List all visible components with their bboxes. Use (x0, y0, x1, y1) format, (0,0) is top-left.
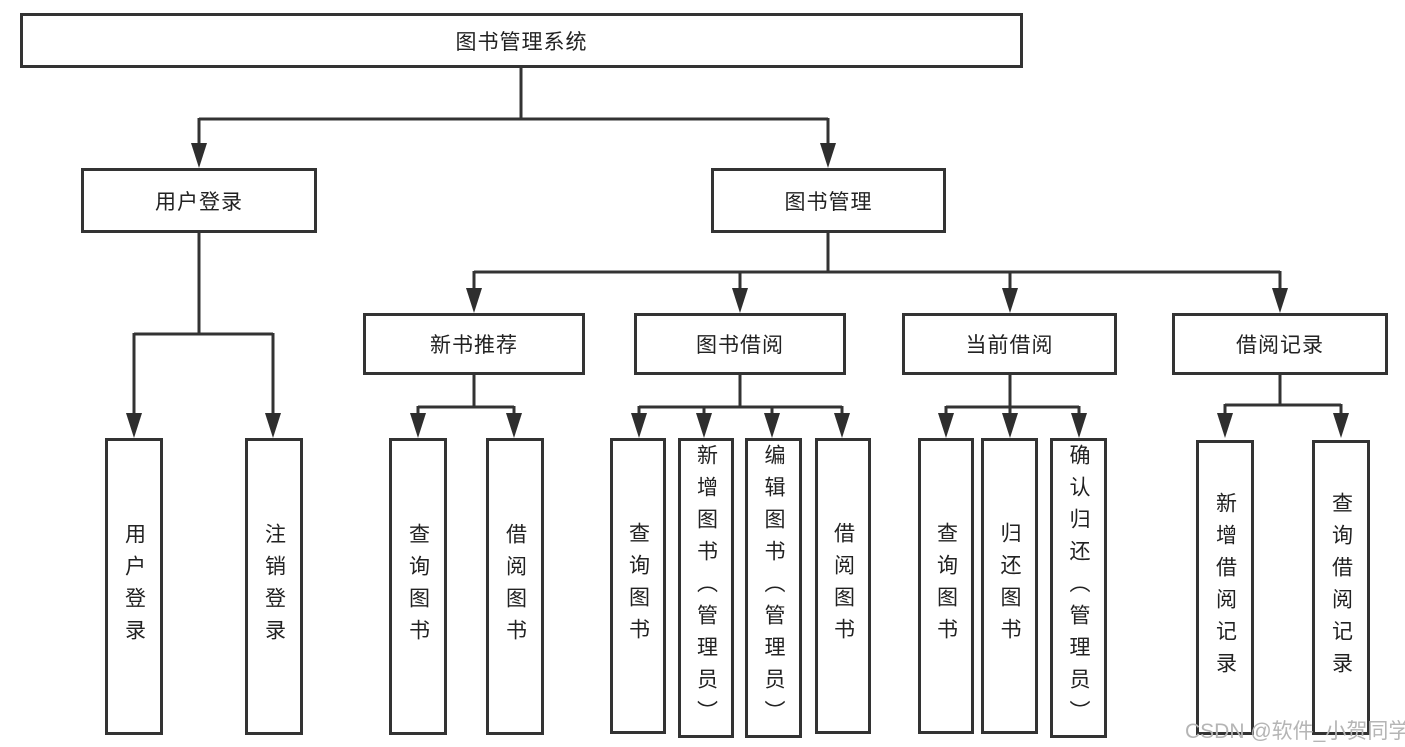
leaf-confirm-return-admin-label: 确认归还（管理员） (1067, 444, 1090, 732)
node-borrow-records: 借阅记录 (1172, 313, 1388, 375)
node-user-login-label: 用户登录 (155, 190, 243, 214)
leaf-return-books: 归还图书 (981, 438, 1038, 734)
leaf-query-books-3: 查询图书 (918, 438, 974, 734)
leaf-query-books-3-label: 查询图书 (934, 522, 958, 650)
leaf-user-login: 用户登录 (105, 438, 163, 735)
leaf-return-books-label: 归还图书 (998, 522, 1021, 650)
node-current-borrow: 当前借阅 (902, 313, 1117, 375)
root-node-library-system: 图书管理系统 (20, 13, 1023, 68)
node-book-management: 图书管理 (711, 168, 946, 233)
node-new-book-recommend: 新书推荐 (363, 313, 585, 375)
leaf-borrow-books-2: 借阅图书 (815, 438, 871, 734)
leaf-borrow-books-1: 借阅图书 (486, 438, 544, 735)
root-node-label: 图书管理系统 (455, 30, 588, 54)
leaf-query-borrow-record: 查询借阅记录 (1312, 440, 1370, 735)
leaf-add-books-admin-label: 新增图书（管理员） (694, 444, 718, 732)
leaf-query-books-2: 查询图书 (610, 438, 666, 734)
leaf-query-books-1-label: 查询图书 (406, 522, 430, 651)
leaf-edit-books-admin: 编辑图书（管理员） (745, 438, 802, 738)
watermark: CSDN @软件_小贺同学 (1185, 720, 1405, 743)
leaf-query-books-1: 查询图书 (389, 438, 447, 735)
node-borrow-records-label: 借阅记录 (1236, 334, 1324, 357)
node-book-management-label: 图书管理 (784, 190, 873, 214)
leaf-query-borrow-record-label: 查询借阅记录 (1329, 491, 1353, 684)
leaf-edit-books-admin-label: 编辑图书（管理员） (762, 444, 785, 732)
node-user-login: 用户登录 (81, 168, 317, 233)
leaf-add-books-admin: 新增图书（管理员） (678, 438, 734, 738)
leaf-borrow-books-1-label: 借阅图书 (503, 522, 527, 651)
leaf-logout: 注销登录 (245, 438, 303, 735)
leaf-logout-label: 注销登录 (262, 522, 286, 651)
leaf-query-books-2-label: 查询图书 (626, 522, 650, 650)
leaf-borrow-books-2-label: 借阅图书 (831, 522, 855, 650)
leaf-confirm-return-admin: 确认归还（管理员） (1050, 438, 1107, 738)
node-book-borrow: 图书借阅 (634, 313, 846, 375)
node-current-borrow-label: 当前借阅 (965, 334, 1054, 357)
leaf-add-borrow-record-label: 新增借阅记录 (1213, 491, 1237, 684)
leaf-user-login-label: 用户登录 (122, 522, 146, 651)
node-book-borrow-label: 图书借阅 (696, 334, 784, 357)
arrowheads (126, 143, 1349, 438)
leaf-add-borrow-record: 新增借阅记录 (1196, 440, 1254, 735)
node-new-book-recommend-label: 新书推荐 (430, 334, 518, 357)
